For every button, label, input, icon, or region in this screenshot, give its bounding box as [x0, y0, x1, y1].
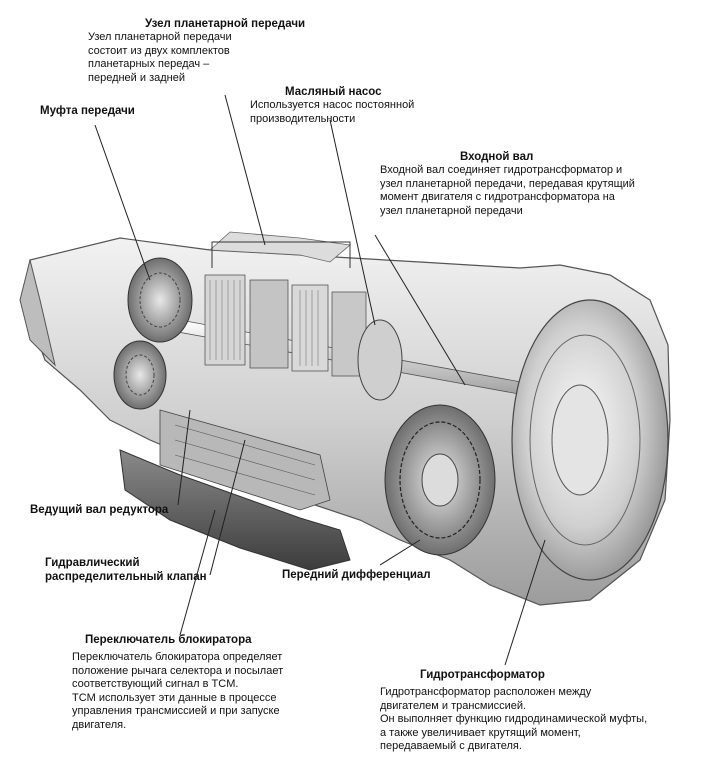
callout-clutch: Муфта передачи [40, 104, 135, 118]
oil-pan [119, 449, 351, 571]
callout-drive-shaft: Ведущий вал редуктора [30, 503, 168, 517]
valve-body-block [159, 409, 331, 511]
callout-title: Передний дифференциал [282, 569, 431, 581]
callout-title: Узел планетарной передачи [145, 18, 306, 30]
callout-title: Переключатель блокиратора [85, 634, 252, 646]
callout-description: Используется насос постоянной производит… [250, 99, 415, 125]
callout-description: Узел планетарной передачи состоит из дву… [88, 31, 232, 84]
callout-title: Входной вал [460, 151, 534, 163]
clutch-gears [113, 257, 193, 410]
planetary-highlight-bracket [211, 241, 351, 268]
callout-front-differential: Передний дифференциал [282, 568, 431, 582]
callout-description: Гидротрансформатор расположен между двиг… [380, 686, 648, 752]
leader-lines [94, 94, 546, 666]
callout-title: Муфта передачи [40, 105, 135, 117]
callout-valve-body: Гидравлический распределительный клапан [45, 556, 207, 584]
callout-inhibitor-switch: Переключатель блокиратора Переключатель … [72, 633, 283, 732]
callout-oil-pump: Масляный насос Используется насос постоя… [250, 85, 414, 126]
callout-torque-converter: Гидротрансформатор Гидротрансформатор ра… [380, 668, 647, 754]
callout-title: Гидравлический распределительный клапан [45, 557, 207, 583]
callout-description: Переключатель блокиратора определяет пол… [72, 651, 284, 731]
callout-title: Масляный насос [285, 86, 382, 98]
callout-input-shaft: Входной вал Входной вал соединяет гидрот… [380, 150, 635, 218]
callout-description: Входной вал соединяет гидротрансформатор… [380, 164, 635, 217]
torque-converter-body [511, 299, 669, 581]
callout-title: Гидротрансформатор [420, 669, 545, 681]
front-differential-gear [384, 404, 496, 556]
callout-planetary-gearset: Узел планетарной передачи Узел планетарн… [88, 17, 305, 85]
callout-title: Ведущий вал редуктора [30, 504, 169, 516]
oil-pump-disc [357, 319, 403, 401]
planetary-gearset-packs [204, 274, 367, 377]
